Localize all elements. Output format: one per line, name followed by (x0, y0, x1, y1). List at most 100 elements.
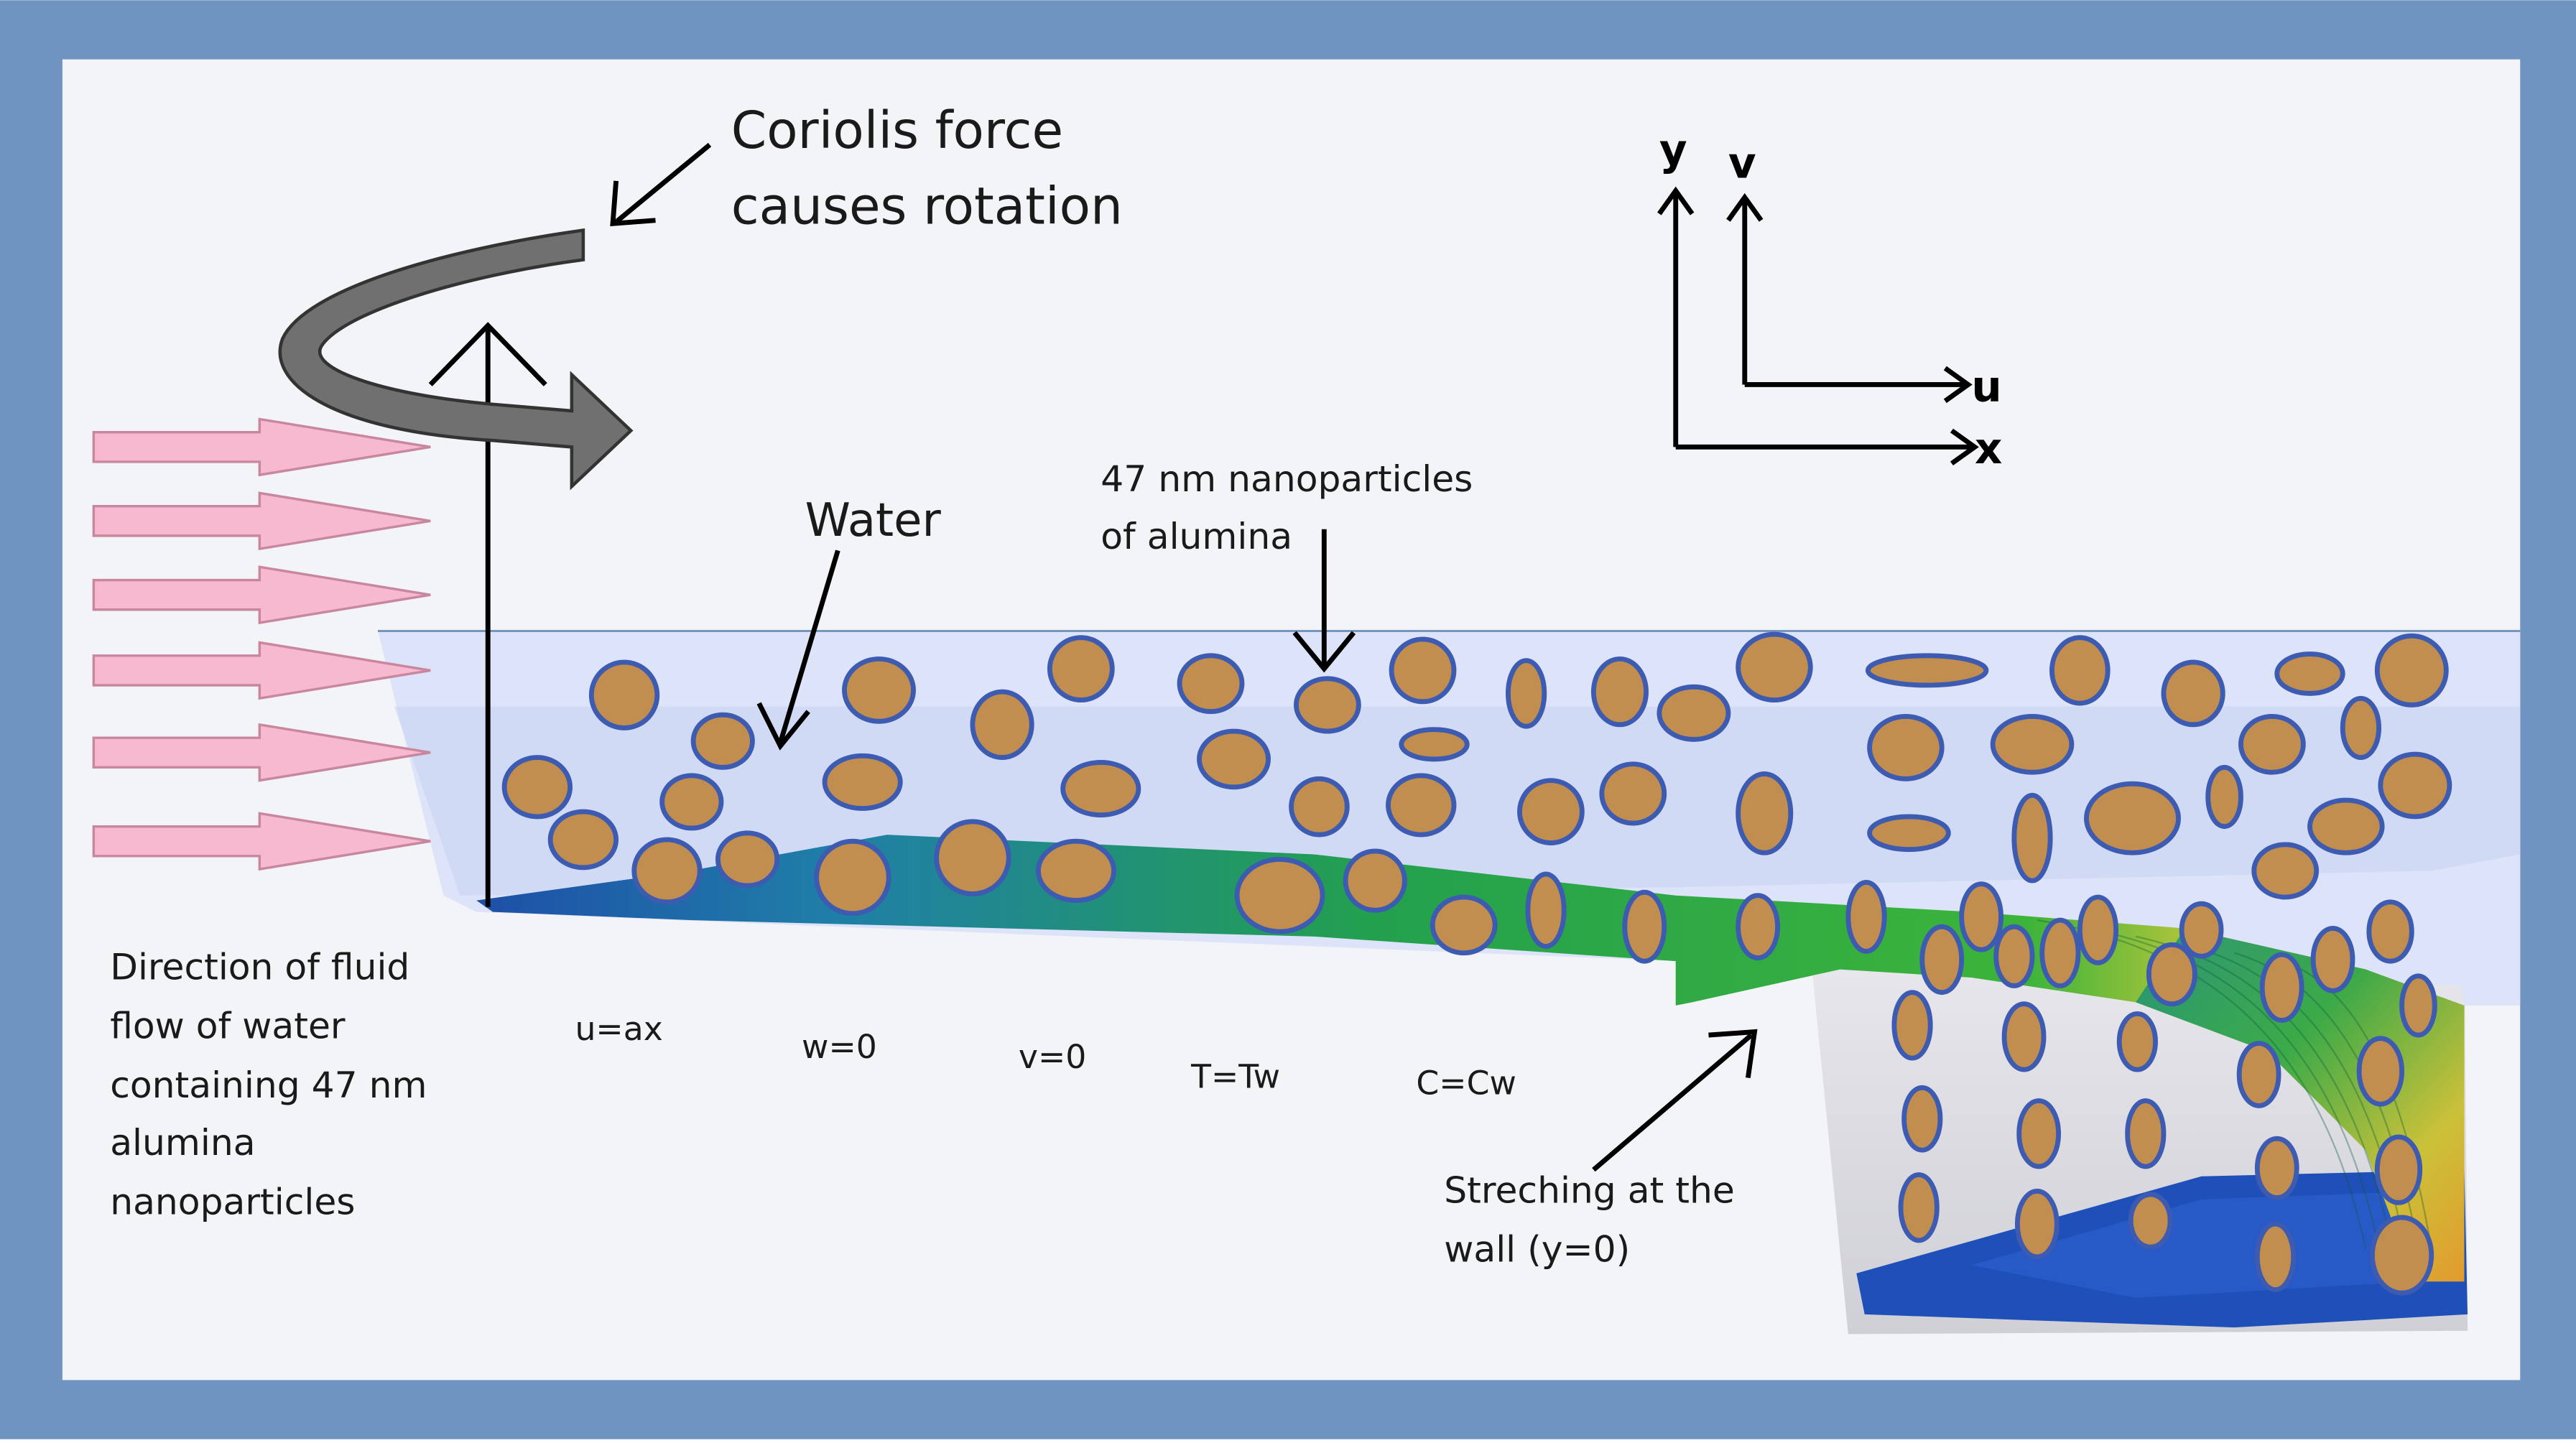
nanoparticle-icon (2014, 1188, 2060, 1260)
direction-line-2: flow of water (110, 1005, 346, 1047)
nanoparticle-icon (1035, 838, 1117, 903)
nanoparticle-icon (1622, 889, 1667, 964)
nanoparticle-icon (1430, 894, 1498, 956)
nanoparticle-icon (1657, 684, 1731, 742)
nano-pointer-arrowhead (1292, 631, 1356, 673)
nanoparticle-icon (1993, 924, 2035, 988)
nanoparticle-icon (822, 753, 903, 811)
nanoparticle-icon (1736, 631, 1813, 702)
nanoparticle-icon (1736, 893, 1780, 961)
nanoparticle-icon (1845, 879, 1887, 954)
flow-arrow-icon (92, 723, 431, 782)
bc-C-label: C=Cw (1416, 1064, 1516, 1102)
bc-w-label: w=0 (802, 1028, 877, 1066)
flow-arrows (92, 417, 431, 871)
flow-arrow-icon (92, 417, 431, 477)
coriolis-pointer-arrow (614, 142, 712, 224)
nanoparticle-icon (1389, 636, 1457, 705)
water-pointer-arrowhead (756, 702, 810, 751)
nanoparticle-icon (1399, 727, 1470, 762)
nanoparticle-icon (588, 659, 660, 730)
water-label: Water (805, 494, 942, 547)
nanoparticle-icon (2128, 1192, 2173, 1250)
flow-arrow-icon (92, 812, 431, 871)
nanoparticle-icon (2374, 633, 2449, 707)
nanoparticle-icon (842, 656, 916, 724)
nanoparticle-icon (1234, 856, 1325, 934)
bc-u-label: u=ax (575, 1010, 662, 1048)
nanoparticle-icon (2254, 1136, 2299, 1200)
axis-y-label: y (1659, 126, 1687, 175)
nanoparticle-icon (1865, 653, 1989, 688)
nanoparticle-icon (2016, 1098, 2062, 1169)
flow-arrow-icon (92, 491, 431, 551)
nanoparticle-icon (934, 819, 1011, 896)
axes-icon (1657, 186, 1979, 466)
direction-line-3: containing 47 nm (110, 1064, 427, 1106)
nanoparticle-icon (1590, 656, 1649, 728)
axis-y-arrowhead (1657, 186, 1695, 215)
nanoparticle-icon (2077, 894, 2119, 965)
nanoparticle-icon (2259, 952, 2304, 1023)
nanoparticle-icon (2001, 1001, 2047, 1072)
nano-label-line1: 47 nm nanoparticles (1101, 458, 1473, 500)
nanoparticle-icon (1517, 778, 1585, 845)
nanoparticle-icon (1289, 776, 1350, 838)
nanoparticle-icon (1867, 713, 1945, 781)
nanoparticle-icon (501, 755, 573, 820)
nanoparticle-icon (1343, 848, 1407, 913)
nanoparticle-icon (2039, 917, 2081, 988)
stretch-label-line1: Streching at the (1444, 1169, 1735, 1211)
nanoparticle-icon (2049, 635, 2111, 706)
nanoparticle-icon (547, 809, 619, 871)
nanoparticle-icon (2399, 973, 2437, 1038)
nanoparticle-icon (2179, 901, 2224, 959)
nanoparticle-icon (2378, 751, 2452, 820)
flow-arrow-icon (92, 641, 431, 700)
nanoparticle-icon (2161, 659, 2225, 728)
nanoparticle-icon (1990, 713, 2075, 775)
stretch-pointer-arrow (1592, 1033, 1753, 1172)
nano-label-line2: of alumina (1101, 515, 1292, 557)
nanoparticle-icon (970, 689, 1034, 761)
coriolis-label-line2: causes rotation (731, 176, 1123, 236)
nanoparticle-icon (2307, 797, 2385, 855)
lower-sheet-shade (1971, 1192, 2415, 1299)
nanoparticle-icon (2274, 651, 2345, 696)
nanoparticle-icon (1294, 676, 1361, 734)
nanoparticle-icon (2236, 1041, 2281, 1108)
nanoparticle-icon (1867, 814, 1951, 853)
nanoparticle-icon (2238, 713, 2306, 775)
nanoparticle-icon (1525, 871, 1567, 950)
nanoparticle-group (501, 631, 2452, 1296)
nanoparticle-icon (1891, 990, 1933, 1061)
axis-x-arrowhead (1950, 428, 1979, 466)
nanoparticle-icon (2146, 942, 2197, 1007)
nanoparticle-icon (2366, 899, 2414, 964)
direction-line-4: alumina (110, 1121, 255, 1164)
nanoparticle-icon (631, 837, 703, 905)
nanoparticle-icon (1919, 924, 1965, 996)
coriolis-pointer-arrowhead (610, 180, 656, 227)
flow-arrow-icon (92, 565, 431, 625)
nanoparticle-icon (814, 838, 891, 917)
nanoparticle-icon (1047, 635, 1115, 702)
nanoparticle-icon (2356, 1036, 2405, 1107)
nanoparticle-icon (690, 712, 755, 770)
nanoparticle-icon (1197, 728, 1271, 790)
nanoparticle-icon (2374, 1134, 2423, 1205)
axis-x-label: x (1975, 424, 2002, 474)
nanoparticle-icon (2116, 1011, 2158, 1072)
nanoparticle-icon (1898, 1172, 1940, 1243)
nanoparticle-icon (1060, 760, 1141, 818)
bc-T-label: T=Tw (1190, 1057, 1280, 1095)
nanoparticle-icon (1177, 653, 1245, 714)
nanoparticle-icon (2310, 926, 2355, 993)
nanoparticle-icon (1599, 761, 1667, 826)
nanoparticle-icon (1736, 771, 1794, 855)
stretching-sheet (476, 835, 2465, 1282)
axis-u-label: u (1971, 362, 2001, 412)
bc-v-label: v=0 (1019, 1038, 1086, 1076)
